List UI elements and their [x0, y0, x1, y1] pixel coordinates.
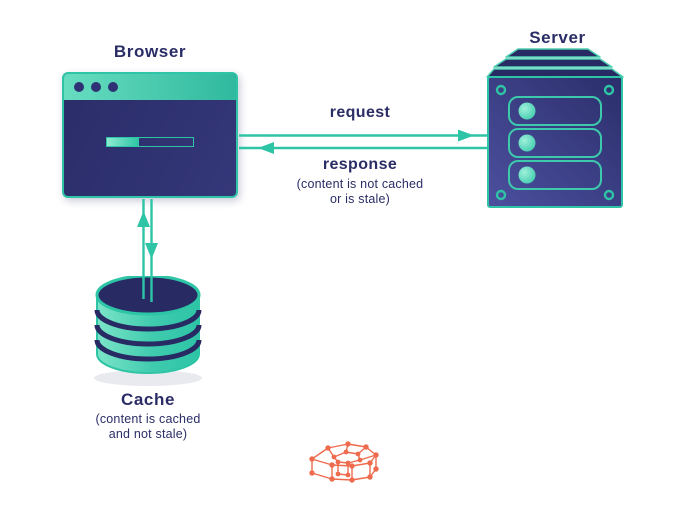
cache-label: Cache: [120, 390, 176, 409]
cache-note: (content is cached and not stale): [63, 412, 233, 442]
response-note: (content is not cached or is stale): [245, 177, 475, 207]
cache-disk-gaps: [94, 309, 202, 362]
cache-top: [95, 276, 201, 316]
window-dot-icon: [74, 82, 84, 92]
server-screws: [495, 84, 615, 201]
request-arrow: [239, 129, 488, 142]
progress-bar-fill: [107, 138, 139, 146]
server-label: Server: [529, 28, 586, 47]
request-label: request: [329, 104, 391, 121]
cache-shadow: [94, 370, 202, 386]
response-arrow: [239, 142, 488, 154]
browser-window-icon: [62, 72, 238, 198]
database-cylinder-icon: [94, 276, 202, 386]
wireframe-cube-logo-icon: [309, 441, 379, 483]
cache-note-line1: (content is cached: [95, 412, 201, 426]
window-dot-icon: [91, 82, 101, 92]
server-tower-icon: [486, 48, 624, 208]
browser-titlebar: [64, 74, 236, 100]
response-note-line1: (content is not cached: [296, 177, 424, 191]
response-note-line2: or is stale): [329, 192, 391, 206]
server-drive-bays: [508, 96, 602, 190]
server-top-stack: [486, 48, 624, 78]
browser-label: Browser: [113, 42, 187, 61]
window-dot-icon: [108, 82, 118, 92]
cache-body: [96, 294, 200, 374]
cache-down-arrow: [145, 199, 158, 302]
response-label: response: [322, 156, 398, 173]
cache-up-arrow: [137, 199, 150, 299]
cache-note-line2: and not stale): [108, 427, 188, 441]
progress-bar: [106, 137, 194, 147]
